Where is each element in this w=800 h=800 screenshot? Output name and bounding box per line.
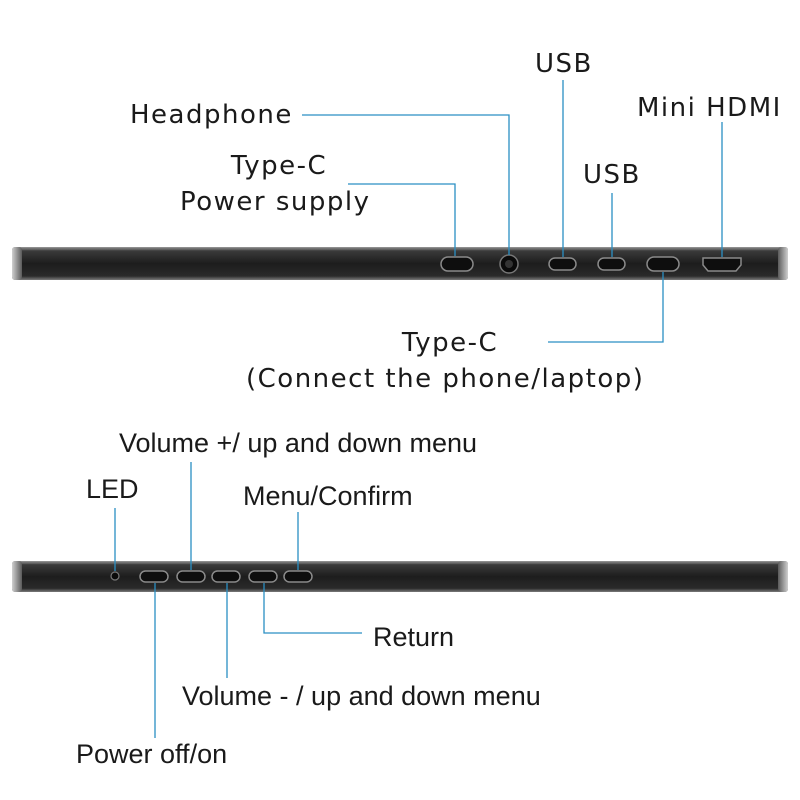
- label-typec-connect-line1: Type-C: [401, 328, 499, 358]
- label-power: Power off/on: [76, 739, 228, 769]
- label-headphone: Headphone: [130, 100, 293, 130]
- label-volume-up: Volume +/ up and down menu: [119, 428, 478, 458]
- label-typec-power-line1: Type-C: [230, 151, 328, 181]
- typec-power-port: [440, 256, 474, 272]
- typec-connect-port: [646, 256, 680, 272]
- led-indicator: [110, 571, 120, 581]
- top-device-edge: [12, 247, 788, 280]
- usb-port-1: [548, 257, 577, 271]
- headphone-jack-inner: [505, 260, 513, 268]
- label-led: LED: [86, 474, 139, 504]
- label-usb-1: USB: [535, 49, 593, 79]
- bottom-device-edge: [12, 561, 788, 592]
- bottom-leader-lines: [114, 462, 362, 738]
- power-button: [139, 570, 169, 583]
- top-ports: [440, 254, 742, 274]
- label-menu-confirm: Menu/Confirm: [243, 481, 413, 511]
- menu-confirm-button: [283, 570, 313, 583]
- bottom-device-right-cap: [778, 561, 788, 592]
- label-return: Return: [373, 622, 455, 652]
- typec-power-leader: [348, 183, 456, 256]
- bottom-device-left-cap: [12, 561, 22, 592]
- usb-port-2: [597, 257, 626, 271]
- typec-connect-leader: [548, 272, 664, 343]
- return-leader: [263, 583, 362, 634]
- bottom-buttons: [110, 570, 313, 583]
- volume-down-button: [211, 570, 241, 583]
- return-button: [248, 570, 278, 583]
- top-device-right-cap: [778, 247, 788, 280]
- top-device-left-cap: [12, 247, 22, 280]
- headphone-leader: [302, 114, 510, 255]
- bottom-device-body: [12, 561, 788, 592]
- top-leader-lines: [302, 80, 723, 343]
- label-volume-down: Volume - / up and down menu: [182, 681, 541, 711]
- mini-hdmi-port: [702, 257, 742, 272]
- label-usb-2: USB: [583, 160, 641, 190]
- label-typec-connect-line2: (Connect the phone/laptop): [246, 364, 645, 394]
- volume-up-button: [176, 570, 206, 583]
- top-device-body: [12, 247, 788, 280]
- label-mini-hdmi: Mini HDMI: [637, 93, 782, 123]
- label-typec-power-line2: Power supply: [180, 187, 371, 217]
